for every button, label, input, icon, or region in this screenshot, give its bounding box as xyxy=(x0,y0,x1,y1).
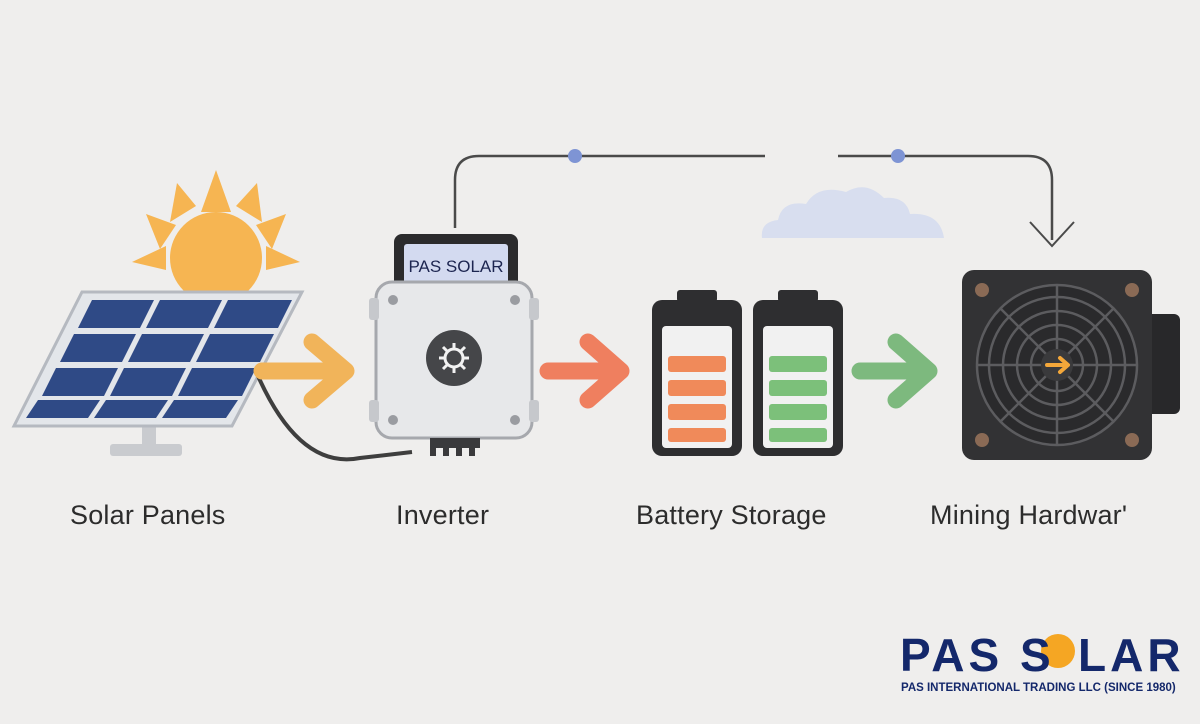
arrow-right-icon xyxy=(851,333,938,409)
connector-dot-1 xyxy=(568,149,582,163)
connector-dot-2 xyxy=(891,149,905,163)
brand-name-left: PAS S xyxy=(900,629,1055,681)
battery-green-icon xyxy=(753,290,843,456)
inverter-screen-text: PAS SOLAR xyxy=(408,257,503,276)
gear-icon xyxy=(439,343,469,373)
label-mining-hardware: Mining Hardwar' xyxy=(930,500,1128,530)
panel-cable xyxy=(256,375,413,462)
battery-orange-icon xyxy=(652,290,742,456)
mining-hardware-icon xyxy=(962,270,1180,460)
arrow-right-icon xyxy=(253,333,355,409)
brand-subtitle: PAS INTERNATIONAL TRADING LLC (SINCE 198… xyxy=(901,682,1176,694)
brand-name-right: LAR xyxy=(1078,629,1185,681)
brand-logo: PAS S LAR PAS INTERNATIONAL TRADING LLC … xyxy=(898,628,1188,700)
cloud-icon xyxy=(761,187,944,238)
arrow-right-icon xyxy=(539,333,630,409)
label-inverter: Inverter xyxy=(396,500,490,530)
label-solar-panels: Solar Panels xyxy=(70,500,226,530)
inverter-icon xyxy=(369,234,539,456)
label-battery-storage: Battery Storage xyxy=(636,500,827,530)
brand-sun-icon xyxy=(1041,634,1075,668)
connector-line xyxy=(453,154,1075,248)
sun-icon xyxy=(132,170,300,304)
solar-panel-icon xyxy=(11,290,305,456)
